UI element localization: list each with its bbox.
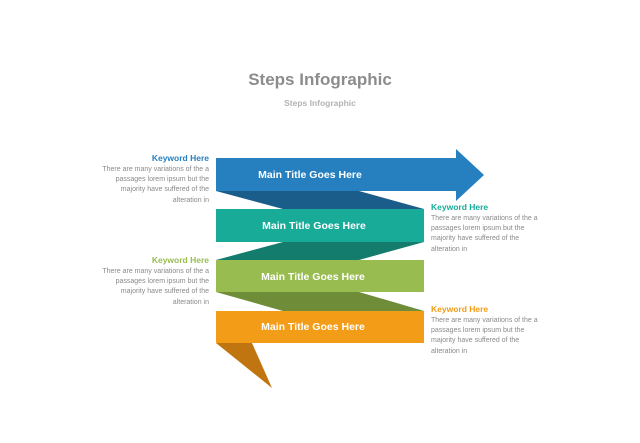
step-keyword-1: Keyword Here xyxy=(151,153,209,163)
step-note-4: Keyword Here There are many variations o… xyxy=(431,304,549,357)
fold-2 xyxy=(216,242,424,260)
step-description-1: There are many variations of the a passa… xyxy=(102,166,209,204)
step-keyword-3: Keyword Here xyxy=(151,255,209,265)
step-band-4 xyxy=(216,311,424,343)
step-label-1: Main Title Goes Here xyxy=(258,169,362,181)
step-band-3 xyxy=(216,260,424,292)
step-note-3: Keyword Here There are many variations o… xyxy=(91,255,209,308)
step-label-3: Main Title Goes Here xyxy=(261,271,365,283)
step-note-1: Keyword Here There are many variations o… xyxy=(91,153,209,206)
step-label-4: Main Title Goes Here xyxy=(261,321,365,333)
step-description-4: There are many variations of the a passa… xyxy=(431,317,538,355)
step-keyword-4: Keyword Here xyxy=(431,304,489,314)
step-label-2: Main Title Goes Here xyxy=(262,220,366,232)
step-band-1-arrow xyxy=(216,149,484,201)
fold-3 xyxy=(216,292,424,311)
step-description-3: There are many variations of the a passa… xyxy=(102,268,209,306)
step-description-2: There are many variations of the a passa… xyxy=(431,215,538,253)
page-title: Steps Infographic xyxy=(248,70,392,89)
tail-fold xyxy=(216,343,272,388)
step-note-2: Keyword Here There are many variations o… xyxy=(431,202,549,255)
step-keyword-2: Keyword Here xyxy=(431,202,489,212)
page-subtitle: Steps Infographic xyxy=(284,98,356,108)
fold-1 xyxy=(216,191,424,209)
step-band-2 xyxy=(216,209,424,242)
